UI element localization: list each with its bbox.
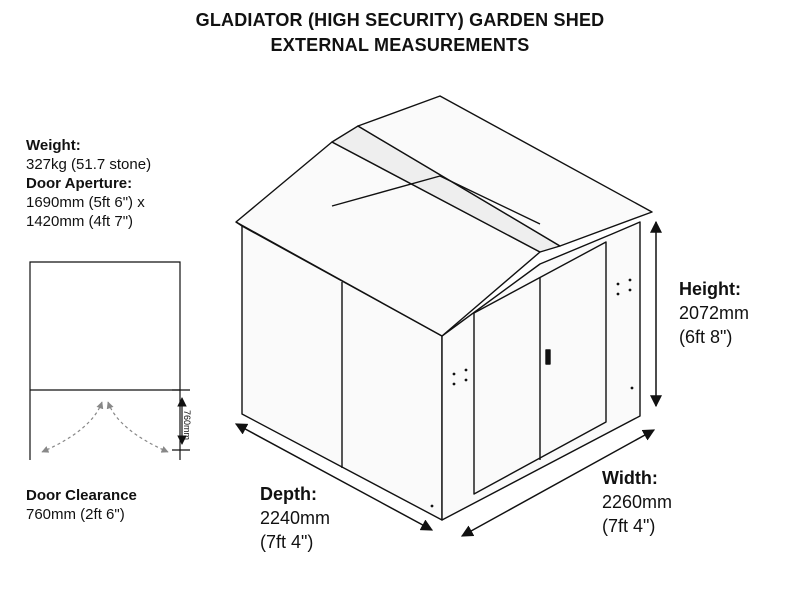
- height-imperial: (6ft 8"): [679, 327, 733, 347]
- depth-imperial: (7ft 4"): [260, 532, 314, 552]
- depth-dimension: Depth: 2240mm (7ft 4"): [260, 482, 330, 554]
- aperture-line-2: 1420mm (4ft 7"): [26, 213, 134, 230]
- door-clearance-diagram: [29, 261, 190, 460]
- roof-panel-joint: [331, 175, 541, 225]
- height-dimension: Height: 2072mm (6ft 8"): [679, 277, 749, 349]
- weight-value: 327kg (51.7 stone): [26, 156, 152, 173]
- depth-label: Depth:: [260, 484, 317, 504]
- aperture-line-1: 1690mm (5ft 6") x: [26, 194, 145, 211]
- width-arrow: [460, 429, 656, 537]
- weight-label: Weight:: [26, 137, 81, 154]
- width-dimension: Width: 2260mm (7ft 4"): [602, 466, 672, 538]
- clearance-diagram-label: 760mm: [182, 410, 192, 441]
- width-mm: 2260mm: [602, 492, 673, 512]
- clearance-value: 760mm (2ft 6"): [26, 506, 125, 523]
- page-subtitle: EXTERNAL MEASUREMENTS: [270, 35, 530, 55]
- shed-isometric: [235, 95, 653, 521]
- clearance-outline: [29, 261, 181, 390]
- clearance-block: Door Clearance 760mm (2ft 6"): [26, 486, 137, 524]
- width-imperial: (7ft 4"): [602, 516, 656, 536]
- height-mm: 2072mm: [679, 303, 750, 323]
- page-title: GLADIATOR (HIGH SECURITY) GARDEN SHED: [195, 10, 605, 30]
- aperture-label: Door Aperture:: [26, 175, 133, 192]
- door-handle: [545, 349, 551, 365]
- depth-arrow: [234, 423, 434, 531]
- clearance-label: Door Clearance: [26, 487, 137, 504]
- height-label: Height:: [679, 279, 741, 299]
- left-swing-arc: [41, 401, 104, 453]
- right-swing-arc: [106, 401, 169, 453]
- spec-block: Weight: 327kg (51.7 stone) Door Aperture…: [26, 136, 151, 231]
- roof-right-panel: [357, 95, 653, 247]
- depth-mm: 2240mm: [260, 508, 331, 528]
- eave-left: [235, 221, 243, 227]
- width-label: Width:: [602, 468, 658, 488]
